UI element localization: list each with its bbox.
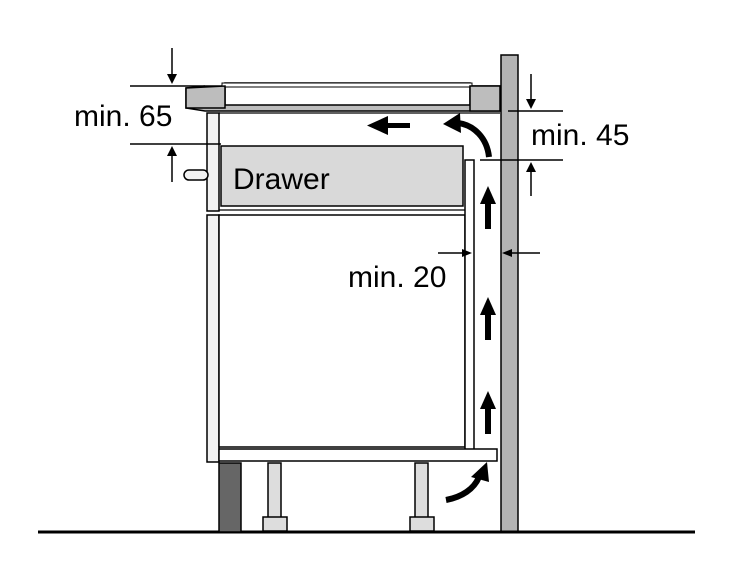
drawer-label: Drawer	[233, 163, 330, 196]
arrow-right-icon	[438, 249, 472, 257]
arrow-left-icon	[367, 116, 410, 135]
arrow-left-icon	[502, 249, 540, 257]
foot-right-base	[409, 516, 435, 532]
arrow-up-icon	[480, 186, 496, 229]
drawer-handle	[183, 169, 209, 181]
arrow-up-icon	[526, 162, 536, 196]
cabinet-left-upper-panel	[206, 112, 220, 212]
foot-right-leg	[414, 462, 429, 519]
drawer-box	[220, 145, 464, 207]
min-45-label: min. 45	[531, 119, 629, 152]
foot-left-base	[262, 516, 288, 532]
curved-arrow-icon	[443, 113, 492, 158]
plinth	[218, 462, 242, 533]
cabinet-rear-panel	[464, 159, 475, 451]
arrow-up-icon	[480, 297, 496, 340]
arrow-down-icon	[526, 74, 536, 109]
arrow-up-icon	[167, 146, 177, 182]
cooktop-left-edge	[185, 85, 226, 109]
foot-left-leg	[267, 462, 282, 519]
cabinet-left-lower-panel	[206, 214, 220, 463]
arrow-down-icon	[167, 48, 177, 84]
min-65-label: min. 65	[74, 100, 172, 133]
wall	[500, 54, 519, 533]
arrow-up-icon	[480, 391, 496, 434]
cabinet-body	[218, 214, 466, 448]
curved-arrow-icon	[445, 462, 489, 503]
cooktop-top-surface	[221, 82, 473, 88]
min-20-label: min. 20	[348, 261, 446, 294]
cabinet-bottom-shelf	[218, 448, 498, 462]
cooktop-right-edge	[469, 85, 501, 112]
